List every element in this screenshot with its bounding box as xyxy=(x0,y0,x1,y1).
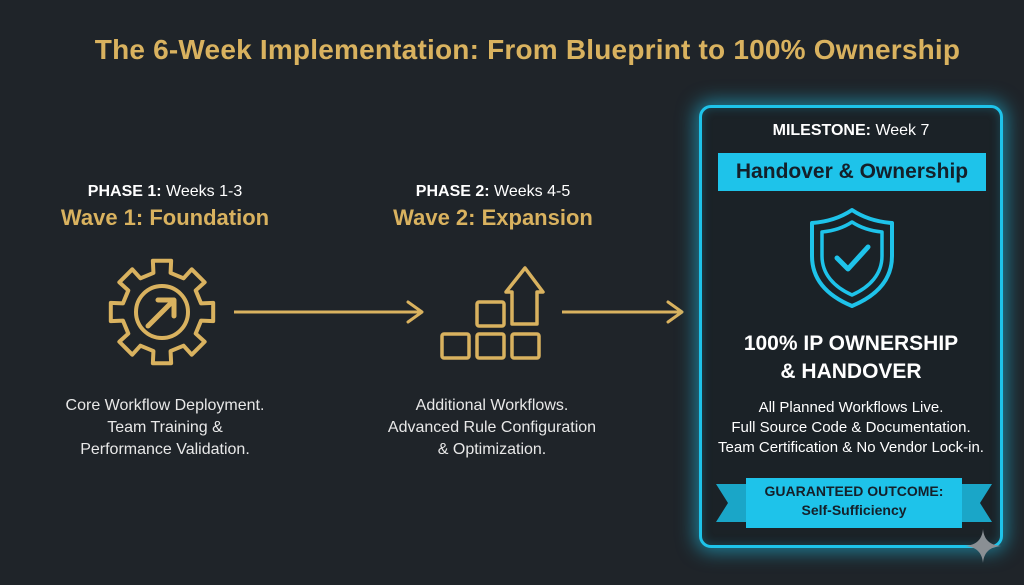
phase-2-desc-line: Advanced Rule Configuration xyxy=(387,419,597,436)
deliverable-line: Team Certification & No Vendor Lock-in. xyxy=(718,439,984,456)
phase-2-title: Wave 2: Expansion xyxy=(393,205,593,230)
milestone-deliverables: All Planned Workflows Live. Full Source … xyxy=(702,398,1000,458)
phase-1-weeks: Weeks 1-3 xyxy=(166,183,243,200)
phase-1-label: PHASE 1: xyxy=(87,183,162,200)
phase-2-desc-line: & Optimization. xyxy=(437,441,547,458)
sparkle-icon xyxy=(965,529,1001,563)
phase-1-description: Core Workflow Deployment. Team Training … xyxy=(40,395,290,461)
page-title: The 6-Week Implementation: From Blueprin… xyxy=(94,34,961,65)
phase-1-desc-line: Core Workflow Deployment. xyxy=(65,397,265,414)
ownership-headline: 100% IP OWNERSHIP & HANDOVER xyxy=(702,330,1000,386)
blocks-growth-icon xyxy=(440,266,545,360)
gear-arrow-icon xyxy=(108,258,216,366)
ribbon-line: Self-Sufficiency xyxy=(801,502,907,518)
arrow-phase2-to-milestone xyxy=(562,300,684,324)
deliverable-line: Full Source Code & Documentation. xyxy=(731,419,971,436)
phase-2-header: PHASE 2: Weeks 4-5 Wave 2: Expansion xyxy=(368,183,618,231)
gear-outline xyxy=(108,258,216,366)
milestone-label: MILESTONE: xyxy=(772,122,871,139)
outcome-ribbon xyxy=(716,478,992,528)
headline-line: & HANDOVER xyxy=(780,360,922,383)
milestone-card: MILESTONE: Week 7 Handover & Ownership 1… xyxy=(699,105,1003,548)
shield-check-icon xyxy=(810,208,894,308)
phase-2-weeks: Weeks 4-5 xyxy=(494,183,571,200)
arrow-phase1-to-phase2 xyxy=(234,300,424,324)
phase-2-desc-line: Additional Workflows. xyxy=(415,397,569,414)
milestone-week: Week 7 xyxy=(875,122,930,139)
phase-2-label: PHASE 2: xyxy=(415,183,490,200)
phase-1-desc-line: Team Training & xyxy=(107,419,223,436)
deliverable-line: All Planned Workflows Live. xyxy=(758,399,944,416)
phase-1-title: Wave 1: Foundation xyxy=(60,205,270,230)
milestone-banner: Handover & Ownership xyxy=(718,153,986,191)
milestone-header: MILESTONE: Week 7 xyxy=(702,122,1000,140)
phase-1-desc-line: Performance Validation. xyxy=(80,441,250,458)
headline-line: 100% IP OWNERSHIP xyxy=(743,332,959,355)
ribbon-line: GUARANTEED OUTCOME: xyxy=(764,483,944,499)
phase-2-description: Additional Workflows. Advanced Rule Conf… xyxy=(367,395,617,461)
outcome-ribbon-text: GUARANTEED OUTCOME: Self-Sufficiency xyxy=(750,482,958,520)
phase-1-header: PHASE 1: Weeks 1-3 Wave 1: Foundation xyxy=(40,183,290,231)
